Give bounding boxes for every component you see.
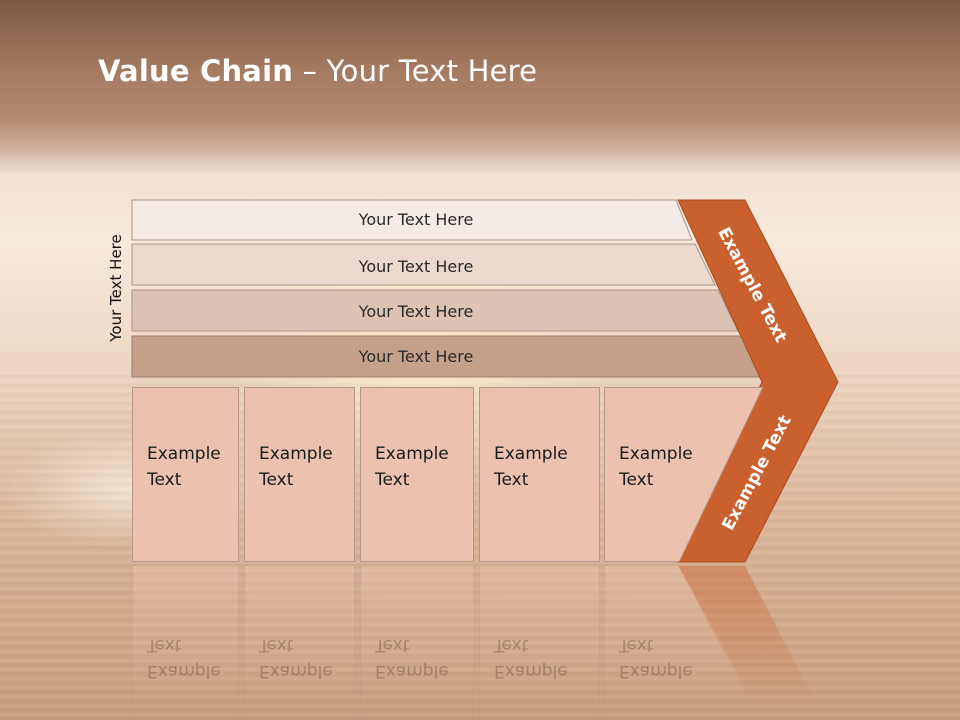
slide-title[interactable]: Value Chain – Your Text Here (98, 54, 537, 88)
activity-box-4-label: Example Text (494, 444, 568, 490)
activity-box-2[interactable]: Example Text (244, 387, 355, 562)
band-3-label: Your Text Here (358, 302, 474, 321)
activity-box-1[interactable]: Example Text (132, 387, 239, 562)
activity-box-4-reflection-label: Example Text (494, 635, 568, 681)
activity-box-5-label: Example Text (619, 444, 693, 490)
band-1[interactable] (131, 199, 693, 241)
slide-title-rest: – Your Text Here (293, 54, 538, 88)
activity-box-1-reflection: Example Text (132, 566, 239, 720)
slide-title-bold: Value Chain (98, 54, 294, 88)
activity-box-4-reflection: Example Text (479, 566, 600, 720)
band-2-label: Your Text Here (358, 257, 474, 276)
activity-box-1-label: Example Text (147, 444, 221, 490)
band-4-label: Your Text Here (358, 347, 474, 366)
chevron-reflection (678, 566, 825, 720)
band-1-label: Your Text Here (358, 210, 474, 229)
activity-box-3-label: Example Text (375, 444, 449, 490)
activity-box-2-label: Example Text (259, 444, 333, 490)
activity-box-3-reflection: Example Text (360, 566, 474, 720)
activity-box-2-reflection: Example Text (244, 566, 355, 720)
activity-box-3-reflection-label: Example Text (375, 635, 449, 681)
activity-box-2-reflection-label: Example Text (259, 635, 333, 681)
band-2[interactable] (131, 243, 716, 286)
activity-box-5-reflection-label: Example Text (619, 635, 693, 681)
activity-box-4[interactable]: Example Text (479, 387, 600, 562)
activity-box-1-reflection-label: Example Text (147, 635, 221, 681)
activity-box-3[interactable]: Example Text (360, 387, 474, 562)
